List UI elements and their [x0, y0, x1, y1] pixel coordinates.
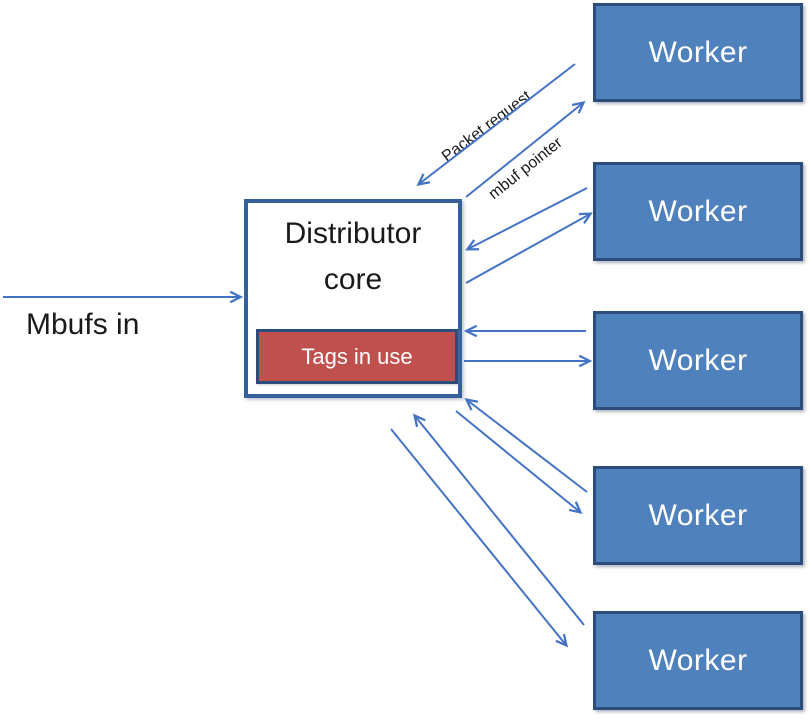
worker-label: Worker: [648, 643, 748, 677]
tags-in-use-label: Tags in use: [301, 343, 413, 369]
worker-box-1: Worker: [593, 3, 803, 102]
distributor-title-line1: Distributor: [284, 217, 422, 250]
worker-label: Worker: [648, 343, 748, 377]
worker-label: Worker: [648, 498, 748, 532]
worker5-mbuf-arrow: [390, 428, 566, 645]
worker-box-2: Worker: [593, 162, 803, 261]
worker-label: Worker: [648, 194, 748, 228]
worker-label: Worker: [648, 35, 748, 69]
worker4-request-arrow: [467, 400, 588, 493]
worker-box-3: Worker: [593, 311, 803, 410]
worker5-request-arrow: [415, 416, 585, 626]
mbuf-pointer-label: mbuf pointer: [485, 134, 566, 203]
worker4-mbuf-arrow: [455, 410, 580, 512]
tags-in-use-box: Tags in use: [256, 329, 458, 384]
mbufs-in-label: Mbufs in: [26, 308, 140, 341]
worker-box-4: Worker: [593, 466, 803, 565]
worker-box-5: Worker: [593, 611, 803, 710]
distributor-title-line2: core: [323, 263, 383, 296]
worker2-mbuf-arrow: [465, 214, 590, 284]
distributor-core-box: Distributor core Tags in use: [244, 199, 462, 398]
worker2-request-arrow: [468, 187, 588, 249]
distributor-core-title: Distributor core: [248, 211, 458, 303]
packet-request-label: Packet request: [438, 87, 535, 166]
